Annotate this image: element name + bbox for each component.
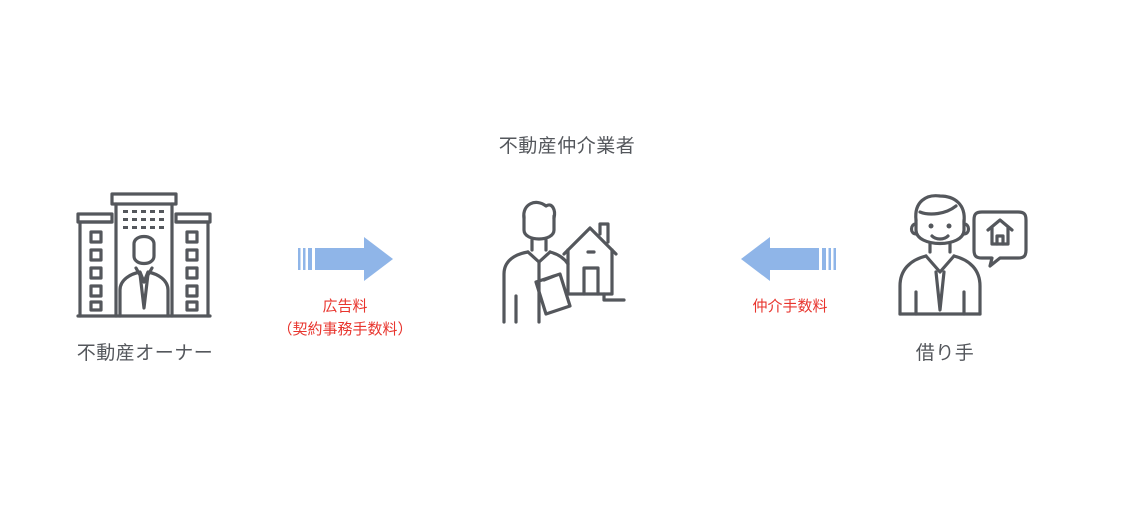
owner-label: 不動産オーナー xyxy=(76,342,214,364)
brokerage-fee-label: 仲介手数料 xyxy=(752,297,828,315)
tenant-icon xyxy=(896,192,1030,318)
agent-with-house-icon xyxy=(498,196,628,326)
contract-fee-label: （契約事務手数料） xyxy=(277,320,413,338)
office-building-icon xyxy=(76,190,212,318)
advertising-fee-label: 広告料 xyxy=(322,297,368,315)
agent-title: 不動産仲介業者 xyxy=(498,135,636,157)
right-arrow-icon xyxy=(296,235,396,283)
tenant-label: 借り手 xyxy=(915,342,975,364)
left-arrow-icon xyxy=(738,235,838,283)
